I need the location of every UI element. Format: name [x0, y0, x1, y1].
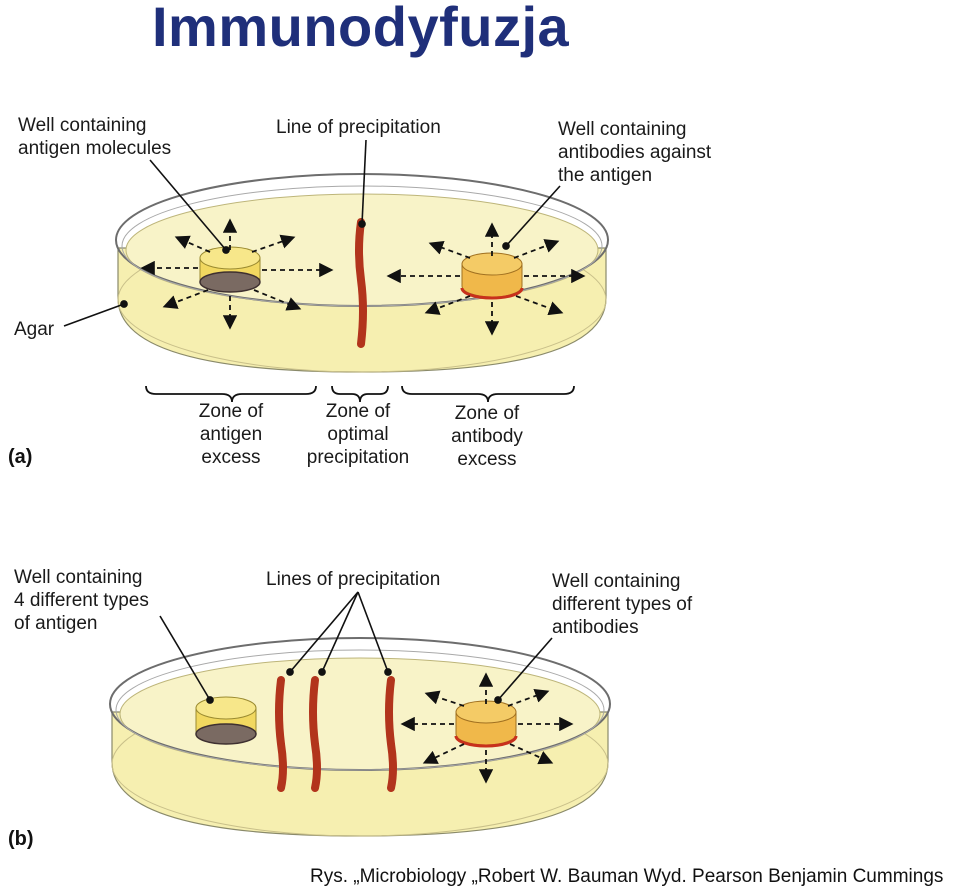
antibody-well-b: [454, 700, 518, 748]
label-antibody-well-a: Well containing antibodies against the a…: [558, 119, 712, 186]
precipitation-line-a: [355, 218, 367, 348]
label-antigen-well-b: Well containing 4 different types of ant…: [14, 567, 149, 634]
label-antibody-well-b: Well containing different types of antib…: [552, 571, 693, 638]
label-zone-optimal: Zone of optimal precipitation: [306, 401, 410, 468]
precipitation-lines-b: [275, 676, 397, 792]
petri-dish-b: [109, 637, 611, 837]
source-credit: Rys. „Microbiology „Robert W. Bauman Wyd…: [310, 866, 944, 887]
diffusion-arrows-b: [400, 672, 574, 784]
panel-tag-b: (b): [8, 828, 34, 850]
label-precipitation-line-a: Line of precipitation: [276, 117, 441, 138]
antigen-well-a: [199, 246, 261, 293]
page-title: Immunodyfuzja: [152, 0, 570, 58]
label-zone-antigen-excess: Zone of antigen excess: [198, 401, 264, 468]
zone-braces-a: [145, 385, 575, 403]
leader-lines-b: [159, 591, 553, 704]
antigen-well-b: [195, 696, 257, 745]
label-precipitation-lines-b: Lines of precipitation: [266, 569, 441, 590]
antibody-well-a: [460, 252, 524, 300]
label-zone-antibody-excess: Zone of antibody excess: [451, 403, 523, 470]
label-antigen-well-a: Well containing antigen molecules: [18, 115, 172, 159]
panel-tag-a: (a): [8, 446, 33, 468]
leader-lines-a: [63, 139, 561, 327]
diffusion-arrows-a: [140, 218, 586, 336]
label-agar: Agar: [14, 319, 55, 340]
